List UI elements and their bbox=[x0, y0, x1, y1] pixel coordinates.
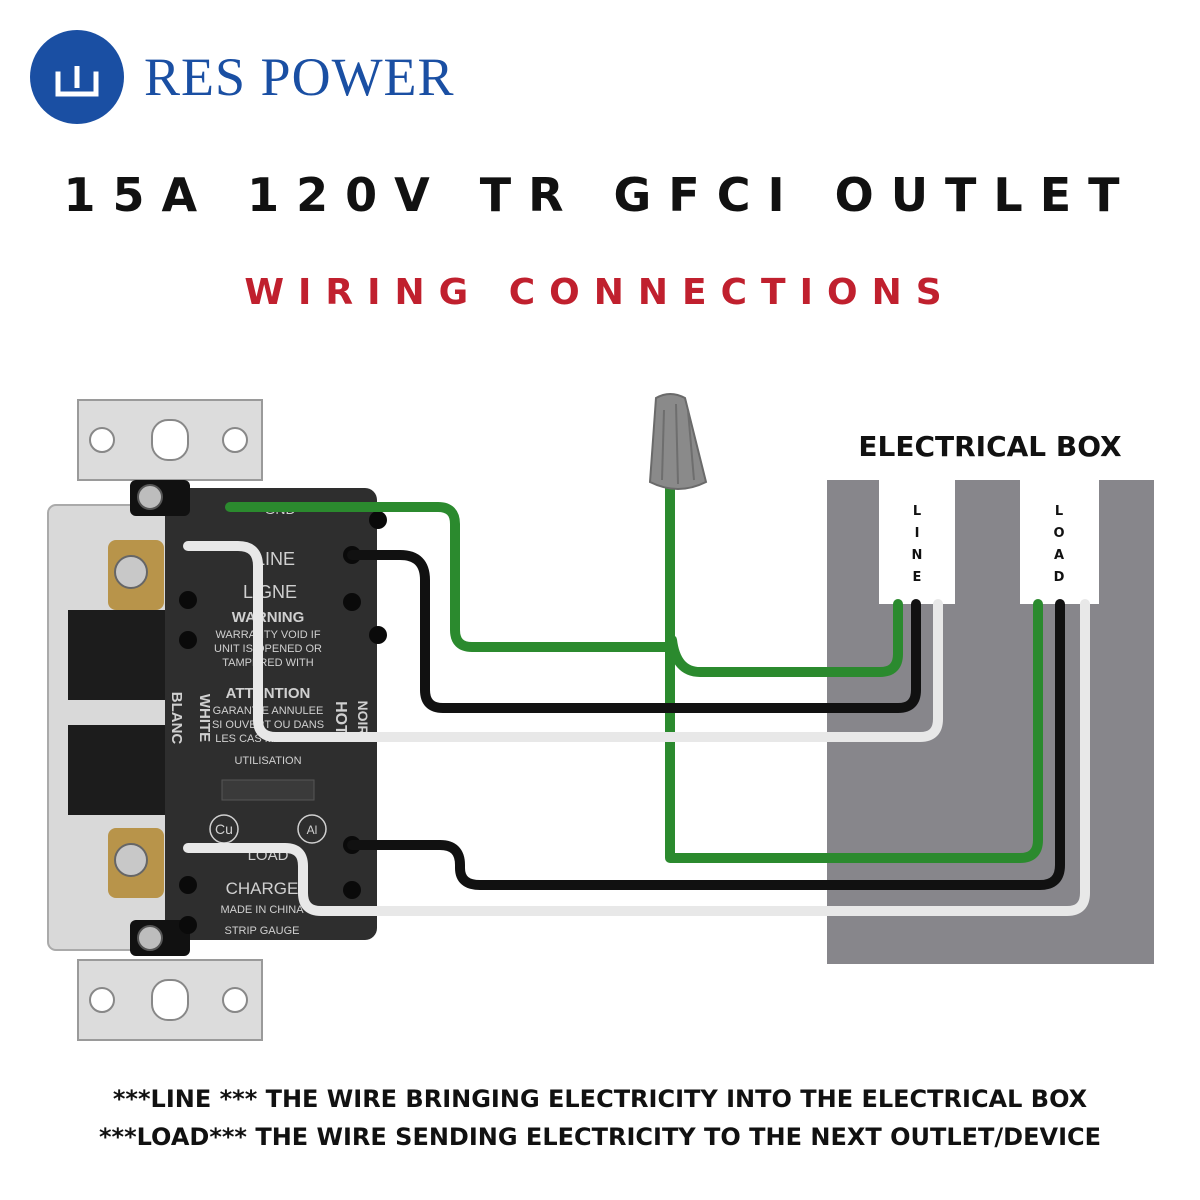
al-ring-icon bbox=[297, 814, 327, 844]
power-outlet-logo-icon bbox=[30, 30, 124, 124]
ground-screw-icon bbox=[137, 484, 163, 510]
ground-wire-line bbox=[667, 599, 903, 677]
attention-line-1: GARANTIE ANNULEE bbox=[213, 705, 324, 717]
neutral-load-wire bbox=[183, 599, 1090, 916]
line-footnote: ***LINE *** THE WIRE BRINGING ELECTRICIT… bbox=[112, 1085, 1088, 1113]
outlet-side-band-1 bbox=[68, 610, 178, 700]
al-label: Al bbox=[307, 823, 318, 837]
warning-line-3: TAMPERED WITH bbox=[222, 657, 314, 669]
warning-line-1: WARRANTY VOID IF bbox=[215, 629, 320, 641]
noir-label: NOIR bbox=[355, 701, 371, 736]
mounting-strap-bottom bbox=[77, 959, 263, 1041]
brand-logo: RES POWER bbox=[30, 30, 455, 124]
ligne-label: LIGNE bbox=[243, 582, 297, 602]
line-terminal bbox=[879, 480, 955, 604]
blanc-label: BLANC bbox=[168, 692, 185, 745]
wire-nut-icon bbox=[648, 393, 708, 490]
hot-load-wire bbox=[347, 599, 1065, 890]
cu-label: Cu bbox=[215, 821, 233, 837]
page-title: 15A 120V TR GFCI OUTLET bbox=[63, 168, 1137, 222]
attention-heading: ATTENTION bbox=[226, 685, 311, 702]
made-in-label: MADE IN CHINA bbox=[220, 904, 304, 916]
line-screw-icon bbox=[114, 555, 148, 589]
attention-line-4: UTILISATION bbox=[234, 755, 301, 767]
outlet-side-band-2 bbox=[68, 725, 178, 815]
warning-line-2: UNIT IS OPENED OR bbox=[214, 643, 322, 655]
load-footnote: ***LOAD*** THE WIRE SENDING ELECTRICITY … bbox=[98, 1123, 1102, 1151]
attention-line-2: SI OUVERT OU DANS bbox=[212, 719, 324, 731]
electrical-box bbox=[827, 480, 1154, 964]
charge-label: CHARGE bbox=[226, 879, 299, 898]
label-plate bbox=[221, 779, 315, 801]
line-label: LINE bbox=[255, 549, 295, 569]
bottom-screw-icon bbox=[137, 925, 163, 951]
strip-gauge-label: STRIP GAUGE bbox=[225, 925, 300, 937]
warning-heading: WARNING bbox=[232, 609, 305, 626]
brand-name: RES POWER bbox=[144, 47, 455, 107]
outlet-back bbox=[165, 488, 377, 940]
hot-label: HOT bbox=[332, 701, 349, 735]
ground-wire-outlet bbox=[225, 502, 670, 652]
hot-line-wire bbox=[347, 550, 921, 713]
electrical-box-title: ELECTRICAL BOX bbox=[858, 430, 1122, 463]
load-screw-icon bbox=[114, 843, 148, 877]
neutral-line-wire bbox=[183, 541, 943, 742]
load-terminal bbox=[1020, 480, 1099, 604]
ground-wire-load bbox=[665, 483, 1043, 863]
page-subtitle: WIRING CONNECTIONS bbox=[244, 272, 956, 313]
white-label: WHITE bbox=[196, 694, 213, 742]
mounting-strap-top bbox=[77, 399, 263, 481]
